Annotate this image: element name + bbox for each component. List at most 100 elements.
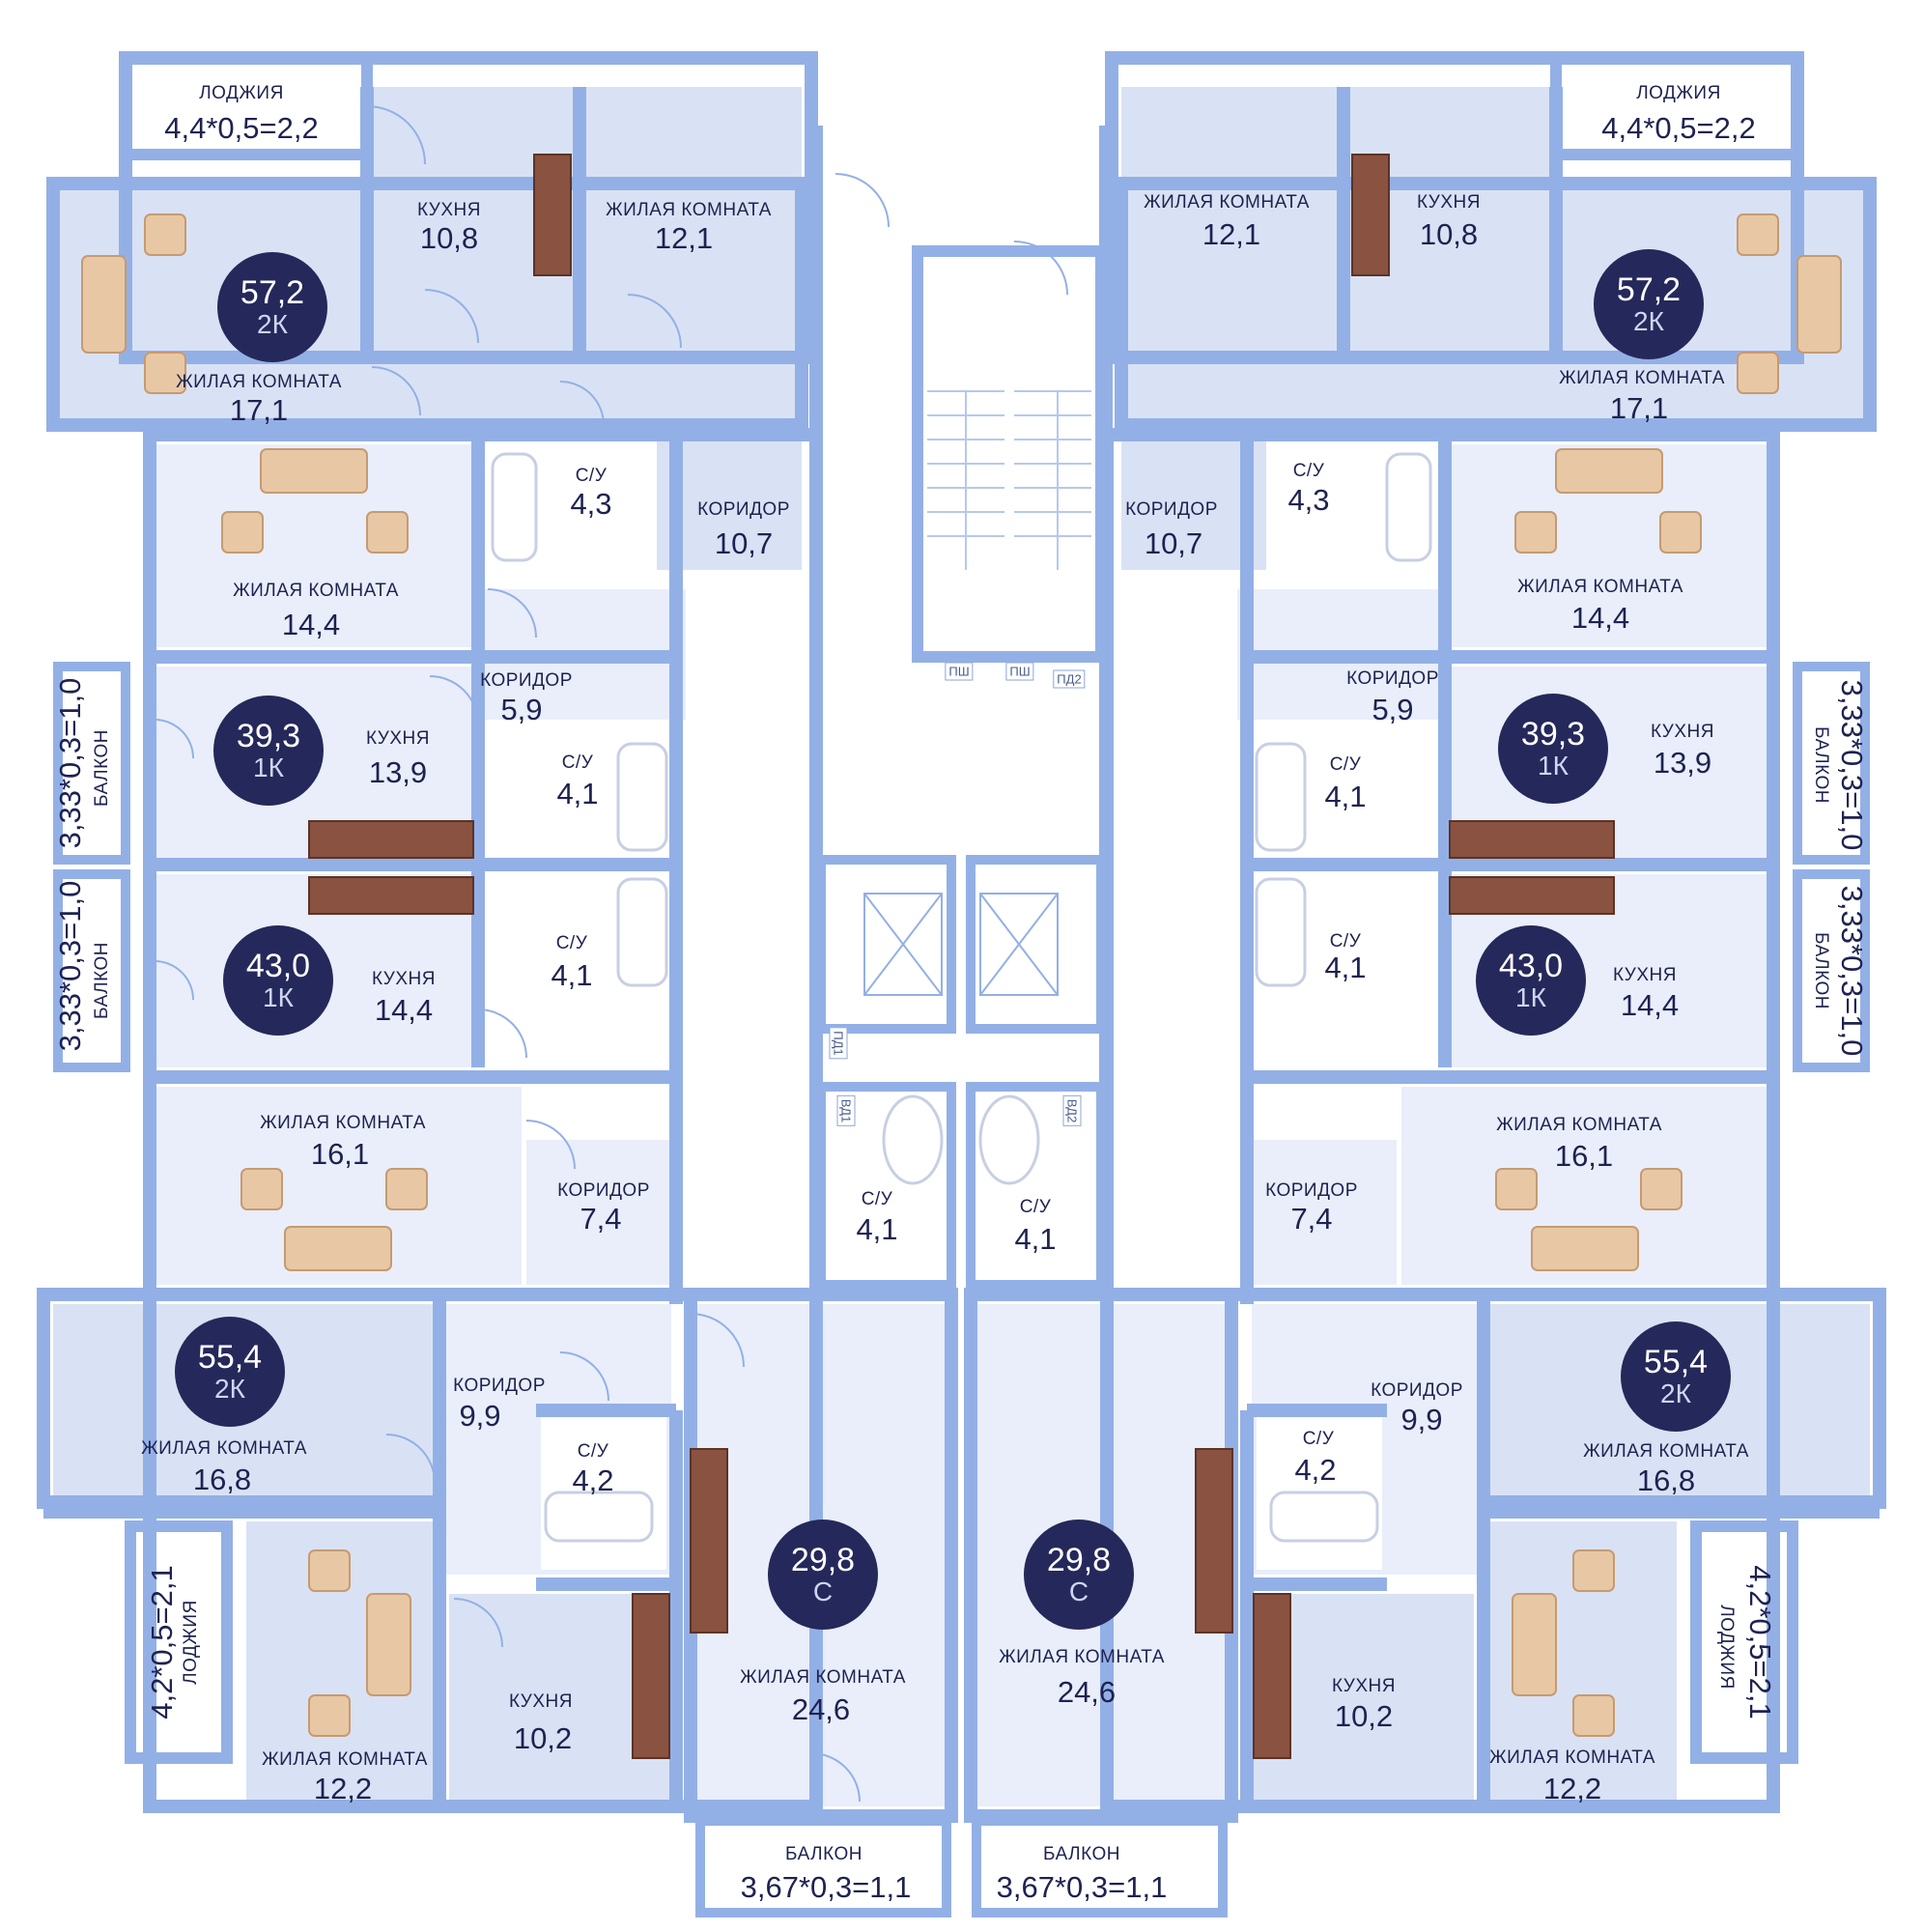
apartment-badge-55-left[interactable]: 55,4 2К: [175, 1317, 285, 1427]
balcony-left-1: [53, 662, 130, 865]
living-top-left-label: ЖИЛАЯ КОМНАТА: [606, 200, 772, 220]
loggia-bottom-left-size: 4,2*0,5=2,1: [145, 1565, 179, 1719]
corridor-107-left-label: КОРИДОР: [697, 499, 790, 520]
corridor-107-right-label: КОРИДОР: [1125, 499, 1218, 520]
bath-42-left-label: С/У: [577, 1441, 609, 1462]
balcony-side-left-1-size: 3,33*0,3=1,0: [53, 677, 87, 849]
kitchen-top-right-label: КУХНЯ: [1417, 192, 1481, 213]
kitchen-144-left-area: 14,4: [374, 993, 434, 1027]
living-246-right-label: ЖИЛАЯ КОМНАТА: [999, 1647, 1165, 1667]
apartment-badge-43-right[interactable]: 43,0 1К: [1476, 925, 1586, 1036]
lift-cabins: [863, 893, 1059, 996]
living-168-left-label: ЖИЛАЯ КОМНАТА: [141, 1438, 307, 1459]
living-144-right-label: ЖИЛАЯ КОМНАТА: [1517, 577, 1683, 597]
kitchen-139-right-label: КУХНЯ: [1651, 722, 1714, 742]
bath-41b-right-area: 4,1: [1324, 951, 1367, 984]
apartment-type: 1К: [263, 982, 294, 1012]
tag-vd1: ВД1: [836, 1094, 856, 1127]
apartment-area: 29,8: [790, 1542, 856, 1578]
corridor-74-left-label: КОРИДОР: [557, 1180, 650, 1201]
balcony-side-right-1-size: 3,33*0,3=1,0: [1835, 679, 1869, 851]
living-161-left-label: ЖИЛАЯ КОМНАТА: [260, 1113, 426, 1133]
loggia-top-left-size: 4,4*0,5=2,2: [164, 111, 319, 145]
apartment-type: 2К: [257, 309, 288, 339]
living-top-right-area: 12,1: [1202, 217, 1261, 251]
apartment-type: 1К: [1515, 982, 1546, 1012]
balcony-bottom-left-label: БАЛКОН: [785, 1844, 863, 1864]
living-168-left-area: 16,8: [192, 1463, 252, 1496]
apartment-badge-29-left[interactable]: 29,8 С: [768, 1520, 878, 1630]
living-246-left-label: ЖИЛАЯ КОМНАТА: [740, 1667, 906, 1688]
apartment-badge-39-left[interactable]: 39,3 1К: [213, 696, 324, 806]
apartment-badge-43-left[interactable]: 43,0 1К: [223, 925, 333, 1036]
kitchen-139-left-area: 13,9: [368, 755, 428, 789]
corridor-74-right-area: 7,4: [1290, 1202, 1333, 1236]
loggia-bottom-right-size: 4,2*0,5=2,1: [1743, 1565, 1777, 1719]
apartment-type: С: [812, 1577, 834, 1606]
tag-pd2: ПД2: [1053, 669, 1086, 689]
living-122-right-label: ЖИЛАЯ КОМНАТА: [1489, 1747, 1655, 1768]
living-17-left-label: ЖИЛАЯ КОМНАТА: [176, 372, 342, 392]
kitchen-144-right-label: КУХНЯ: [1613, 965, 1677, 985]
corridor-74-left-area: 7,4: [580, 1202, 622, 1236]
living-122-left-label: ЖИЛАЯ КОМНАТА: [262, 1749, 428, 1770]
bath-41b-right-label: С/У: [1329, 931, 1362, 952]
loggia-top-right-label: ЛОДЖИЯ: [1636, 83, 1721, 103]
room-corridor-7-4: [526, 1140, 671, 1285]
tag-vd2: ВД2: [1062, 1094, 1082, 1127]
bath-41a-left-label: С/У: [561, 753, 594, 773]
living-168-right-area: 16,8: [1636, 1463, 1696, 1497]
kitchen-139-right-area: 13,9: [1653, 746, 1712, 780]
living-161-left-area: 16,1: [310, 1137, 370, 1171]
bath-core-left-area: 4,1: [856, 1212, 898, 1246]
living-17-right-area: 17,1: [1609, 391, 1669, 425]
loggia-bottom-right-label: ЛОДЖИЯ: [1716, 1605, 1737, 1690]
bathtubs: [491, 452, 1040, 1543]
living-17-right-label: ЖИЛАЯ КОМНАТА: [1559, 368, 1725, 388]
corridor-107-left-area: 10,7: [714, 526, 774, 560]
kitchen-counters: [308, 154, 728, 1759]
bath-core-right-label: С/У: [1019, 1197, 1052, 1217]
bath-41b-left-area: 4,1: [551, 958, 593, 992]
bath-41b-left-label: С/У: [555, 933, 588, 953]
living-top-left-area: 12,1: [654, 221, 714, 255]
balcony-side-right-1-label: БАЛКОН: [1811, 726, 1831, 804]
apartment-area: 43,0: [1498, 948, 1564, 984]
kitchen-102-left-label: КУХНЯ: [509, 1691, 573, 1712]
corridor-99-right-label: КОРИДОР: [1371, 1380, 1463, 1401]
apartment-badge-57-right[interactable]: 57,2 2К: [1594, 249, 1704, 359]
corridor-107-right-area: 10,7: [1144, 526, 1203, 560]
kitchen-top-left-label: КУХНЯ: [417, 200, 481, 220]
loggia-top-right-size: 4,4*0,5=2,2: [1601, 111, 1756, 145]
kitchen-144-right-area: 14,4: [1620, 988, 1680, 1022]
living-144-left-label: ЖИЛАЯ КОМНАТА: [233, 581, 399, 601]
apartment-type: С: [1068, 1577, 1089, 1606]
apartment-type: 1К: [253, 753, 284, 782]
apartment-type: 2К: [214, 1374, 245, 1404]
living-17-left-area: 17,1: [229, 393, 289, 427]
corridor-74-right-label: КОРИДОР: [1265, 1180, 1358, 1201]
apartment-area: 39,3: [1520, 716, 1586, 753]
kitchen-144-left-label: КУХНЯ: [372, 969, 436, 989]
balcony-side-left-1-label: БАЛКОН: [92, 729, 112, 807]
living-161-right-area: 16,1: [1554, 1139, 1614, 1173]
apartment-badge-29-right[interactable]: 29,8 С: [1024, 1520, 1134, 1630]
apartment-area: 57,2: [240, 274, 305, 311]
corridor-59-left-label: КОРИДОР: [480, 670, 573, 691]
bath-core-right-area: 4,1: [1014, 1222, 1057, 1256]
kitchen-139-left-label: КУХНЯ: [366, 728, 430, 749]
balcony-bottom-right-label: БАЛКОН: [1043, 1844, 1120, 1864]
apartment-type: 2К: [1633, 306, 1664, 336]
living-122-right-area: 12,2: [1542, 1772, 1602, 1805]
tag-pd1: ПД1: [829, 1027, 848, 1060]
apartment-badge-57-left[interactable]: 57,2 2К: [217, 252, 327, 362]
room-hall-57: [367, 357, 802, 425]
balcony-side-left-2-size: 3,33*0,3=1,0: [53, 880, 87, 1052]
bath-43-right-label: С/У: [1292, 461, 1325, 481]
door-swings: [154, 105, 1068, 1803]
apartment-badge-39-right[interactable]: 39,3 1К: [1498, 694, 1608, 804]
apartment-badge-55-right[interactable]: 55,4 2К: [1621, 1321, 1731, 1432]
corridor-59-left-area: 5,9: [500, 693, 543, 726]
